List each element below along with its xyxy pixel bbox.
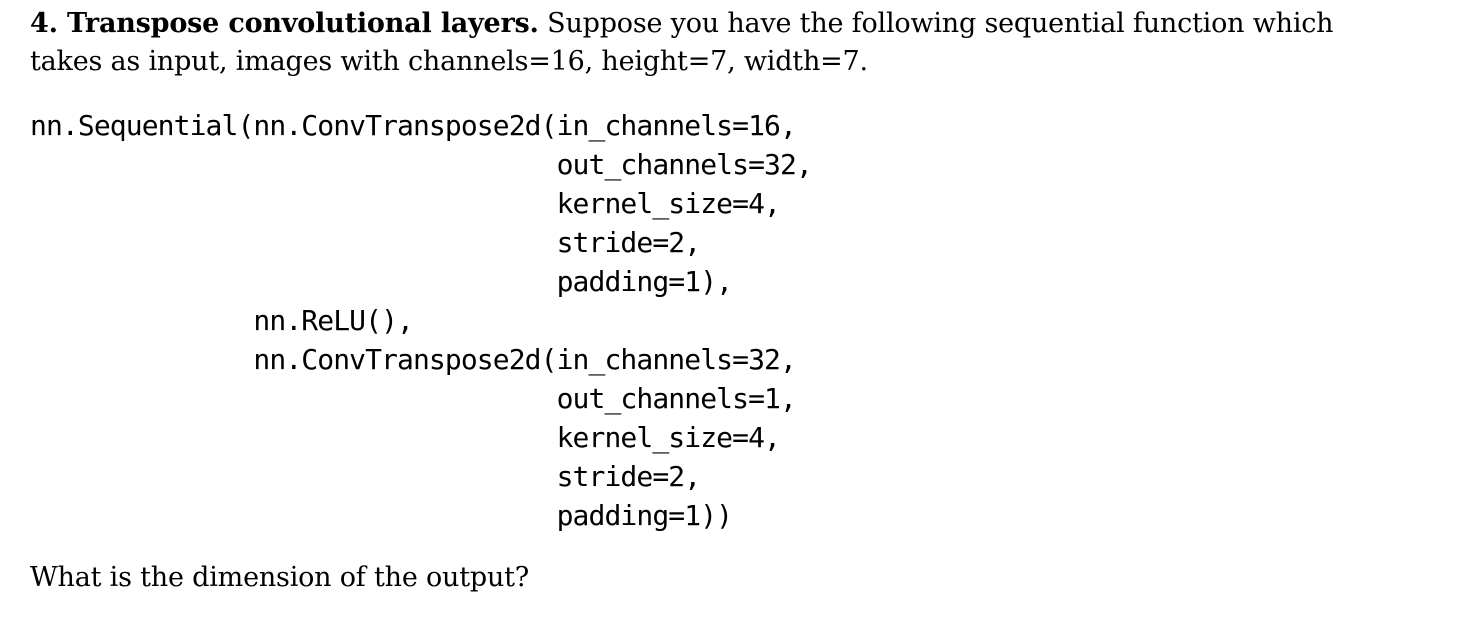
question-text: What is the dimension of the output? [30, 562, 530, 593]
code-block: nn.Sequential(nn.ConvTranspose2d(in_chan… [30, 109, 813, 532]
problem-heading: 4. Transpose convolutional layers. [30, 8, 539, 39]
statement-line-2: takes as input, images with channels=16,… [30, 46, 868, 77]
statement-line-1: Suppose you have the following sequentia… [547, 8, 1334, 39]
problem-statement: 4. Transpose convolutional layers. Suppo… [30, 5, 1434, 81]
